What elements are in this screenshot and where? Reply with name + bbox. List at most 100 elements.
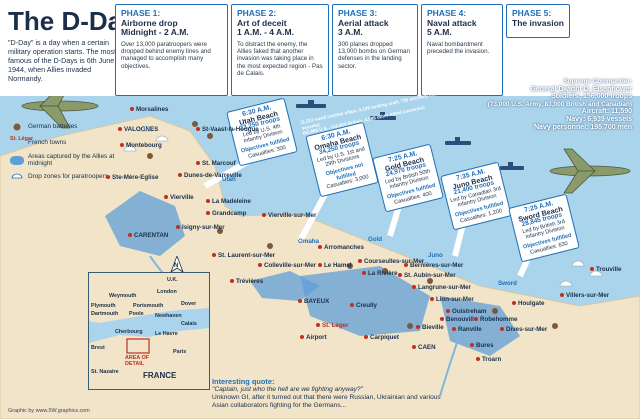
town-langrune: Langrune-sur-Mer bbox=[412, 284, 471, 291]
town-label: La Rivière bbox=[368, 270, 398, 277]
phase-4-title: PHASE 4: bbox=[427, 8, 467, 18]
compass-label: N bbox=[174, 262, 179, 269]
town-st-marcouf: St. Marcouf bbox=[196, 160, 236, 167]
phase-2-time: 1 A.M. - 4 A.M. bbox=[237, 27, 294, 37]
town-dot-icon bbox=[440, 317, 444, 322]
aircraft-stat: Aircraft: 11,590 bbox=[581, 108, 632, 116]
town-dot-icon bbox=[196, 127, 200, 132]
town-label: Courseulles-sur-Mer bbox=[364, 258, 425, 265]
town-label: St. Laurent-sur-Mer bbox=[218, 252, 276, 259]
town-le-hamel: Le Hamel bbox=[318, 262, 352, 269]
town-dot-icon bbox=[212, 253, 216, 258]
town-label: Langrune-sur-Mer bbox=[418, 284, 471, 291]
town-dot-icon bbox=[196, 161, 200, 166]
commander-heading: Supreme Commander: bbox=[563, 78, 632, 85]
town-houlgate: Houlgate bbox=[512, 300, 544, 307]
beach-label-utah: Utah bbox=[222, 176, 236, 183]
town-label: Bernières-sur-Mer bbox=[410, 262, 464, 269]
town-dot-icon bbox=[318, 263, 322, 268]
graphic-credit: Graphic by www.5W.graphics.com bbox=[8, 408, 90, 414]
inset-st-nazaire: St. Nazaire bbox=[91, 369, 119, 375]
phase-3-subtitle: Aerial attack bbox=[338, 17, 389, 28]
town-creully: Creully bbox=[350, 302, 377, 309]
town-label: Colleville-sur-Mer bbox=[264, 262, 316, 269]
town-st-vaast: St-Vaast-la-Hougue bbox=[196, 126, 259, 133]
legend-french-towns-label: French towns bbox=[28, 138, 67, 146]
town-dot-icon bbox=[412, 285, 416, 290]
legend-german-batteries: German batteries bbox=[10, 122, 120, 131]
town-label: Montebourg bbox=[126, 142, 162, 149]
town-label: Ouistreham bbox=[452, 308, 487, 315]
soldiers-stat: Soldiers: 156,000 troops bbox=[551, 93, 632, 101]
legend-sample-town: St. Léger bbox=[10, 136, 34, 142]
town-carentan: CARENTAN bbox=[128, 232, 168, 239]
town-label: Dunes-de-Varreville bbox=[184, 172, 242, 179]
town-vierville-utah: Vierville bbox=[164, 194, 194, 201]
inset-weymouth: Weymouth bbox=[109, 293, 137, 299]
inset-calais: Calais bbox=[181, 321, 197, 327]
town-colleville: Colleville-sur-Mer bbox=[258, 262, 316, 269]
town-label: St. Aubin-sur-Mer bbox=[404, 272, 456, 279]
town-dot-icon bbox=[500, 327, 504, 332]
legend-german-batteries-label: German batteries bbox=[28, 123, 78, 130]
town-dot-icon bbox=[128, 233, 132, 238]
town-dot-icon bbox=[164, 195, 168, 200]
inset-newhaven: Newhaven bbox=[155, 313, 182, 319]
town-trevieres: Trévières bbox=[230, 278, 263, 285]
town-benouville: Benouville bbox=[440, 316, 477, 323]
town-label: BAYEUX bbox=[304, 298, 330, 305]
inset-dartmouth: Dartmouth bbox=[91, 311, 119, 317]
town-dot-icon bbox=[230, 279, 234, 284]
compass-north-arrow bbox=[170, 256, 184, 274]
town-airport: Airport bbox=[300, 334, 327, 341]
paratrooper-icons bbox=[123, 125, 603, 287]
river-orne bbox=[439, 305, 471, 397]
town-label: CARENTAN bbox=[134, 232, 169, 239]
phase-4-time: 5 A.M. bbox=[427, 27, 452, 37]
town-label: Airport bbox=[306, 334, 327, 341]
beach-label-juno: Juno bbox=[428, 252, 443, 259]
captured-area-sword bbox=[440, 296, 520, 356]
town-bernieres: Bernières-sur-Mer bbox=[404, 262, 463, 269]
town-morsalines: Morsalines bbox=[130, 106, 168, 113]
town-dot-icon bbox=[416, 325, 420, 330]
captured-area-gold-juno bbox=[300, 266, 430, 336]
legend-french-towns: St. Léger French towns bbox=[10, 136, 120, 148]
commander-stats: Supreme Commander: General Dwight D. Eis… bbox=[482, 78, 632, 131]
phase-1-card: PHASE 1: Airborne drop Midnight - 2 A.M.… bbox=[115, 4, 228, 96]
town-label: Isigny-sur-Mer bbox=[182, 224, 225, 231]
town-label: Dives-sur-Mer bbox=[506, 326, 548, 333]
town-label: Lion-sur-Mer bbox=[436, 296, 474, 303]
inset-london: London bbox=[157, 289, 177, 295]
legend-drop-zones-label: Drop zones for paratroopers bbox=[28, 173, 108, 180]
town-label: Trévières bbox=[236, 278, 264, 285]
phase-2-title: PHASE 2: bbox=[237, 8, 277, 18]
town-dot-icon bbox=[474, 317, 478, 322]
inset-uk: U.K. bbox=[167, 277, 178, 283]
town-grandcamp: Grandcamp bbox=[206, 210, 246, 217]
town-dot-icon bbox=[476, 357, 480, 362]
town-dot-icon bbox=[398, 273, 402, 278]
town-isigny: Isigny-sur-Mer bbox=[176, 224, 225, 231]
town-label: Bieville bbox=[422, 324, 444, 331]
inset-paris: Paris bbox=[173, 349, 187, 355]
town-trouville: Trouville bbox=[590, 266, 621, 273]
town-dot-icon bbox=[298, 299, 302, 304]
phase-1-subtitle: Airborne drop bbox=[121, 17, 178, 28]
navy-personnel-stat: Navy personnel: 195,700 men bbox=[533, 123, 632, 131]
navy-stat: Navy: 6,939 vessels bbox=[566, 115, 632, 123]
phase-4-card: PHASE 4: Naval attack 5 A.M. Naval bomba… bbox=[421, 4, 503, 96]
town-dot-icon bbox=[404, 263, 408, 268]
legend-captured-areas: Areas captured by the Allies at midnight bbox=[10, 153, 120, 167]
town-dot-icon bbox=[412, 345, 416, 350]
inset-le-havre: Le Havre bbox=[155, 331, 178, 337]
town-label: Ranville bbox=[458, 326, 482, 333]
inset-dover: Dover bbox=[181, 301, 197, 307]
beach-label-omaha: Omaha bbox=[298, 238, 319, 245]
town-label: St. Marcouf bbox=[202, 160, 236, 167]
phase-3-time: 3 A.M. bbox=[338, 27, 363, 37]
town-label: CAEN bbox=[418, 344, 436, 351]
town-label: Houlgate bbox=[518, 300, 545, 307]
town-dot-icon bbox=[316, 323, 320, 328]
phase-1-time: Midnight - 2 A.M. bbox=[121, 27, 189, 37]
